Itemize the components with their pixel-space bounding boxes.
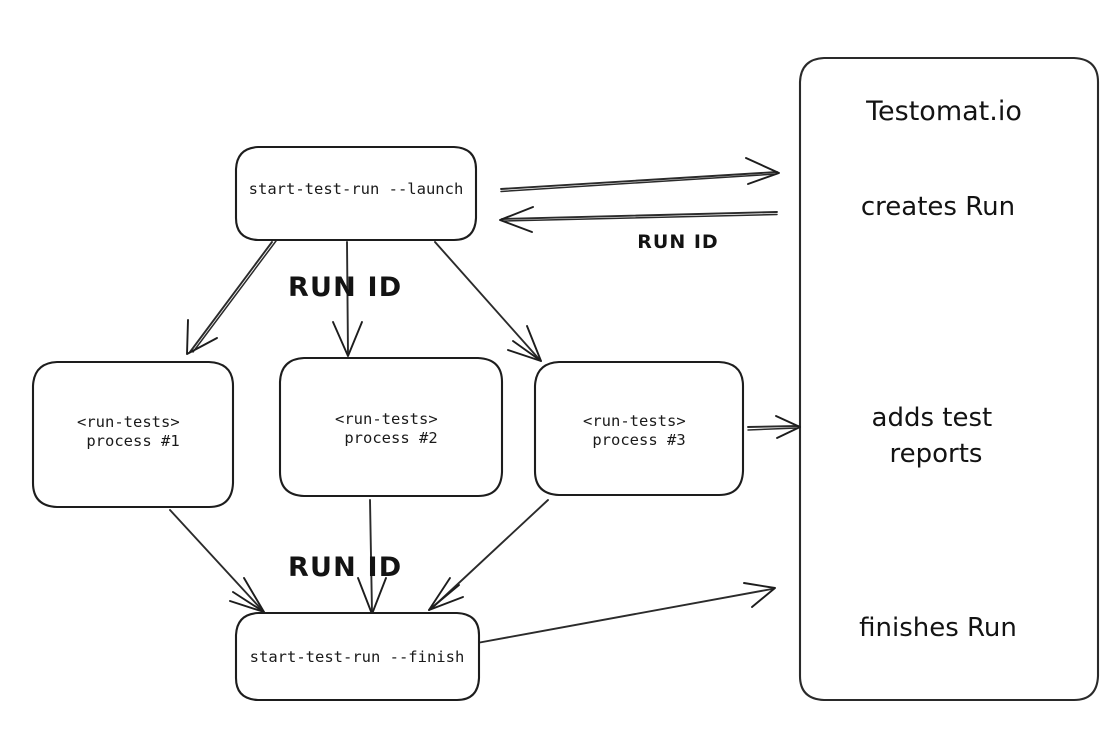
finishes-run-label: finishes Run	[859, 613, 1017, 643]
edge-process-3-to-finish	[428, 499, 549, 611]
run-tests-process-2-box[interactable]: <run-tests> process #2	[278, 356, 504, 498]
edge-process-3-to-panel	[747, 415, 801, 439]
creates-run-label: creates Run	[861, 192, 1015, 222]
arrowhead-right-small	[775, 415, 801, 439]
edge-launch-to-panel	[500, 157, 780, 193]
process-1-label: <run-tests> process #1	[77, 413, 189, 450]
arrowhead-left	[499, 206, 534, 233]
process-1-box-outline	[31, 360, 235, 509]
process-2-label: <run-tests> process #2	[335, 410, 447, 447]
testomat-service-panel[interactable]: Testomat.io creates Run adds test report…	[798, 56, 1100, 702]
adds-test-reports-label: adds test reports	[872, 403, 1001, 469]
launch-box-label: start-test-run --launch	[249, 180, 464, 198]
testomat-panel-outline	[798, 56, 1100, 702]
finish-box-label: start-test-run --finish	[250, 648, 465, 666]
edge-launch-to-process-3	[434, 241, 542, 362]
arrowhead-right	[745, 157, 780, 185]
run-id-label-fanin: RUN ID	[288, 552, 402, 583]
start-test-run-launch-box[interactable]: start-test-run --launch	[234, 145, 478, 242]
process-3-label: <run-tests> process #3	[583, 412, 695, 449]
arrowhead-up-right	[743, 582, 776, 608]
edge-process-1-to-finish	[169, 509, 265, 613]
run-id-label-top: RUN ID	[637, 231, 718, 253]
launch-box-outline	[234, 145, 478, 242]
arrowhead-down-left-1	[186, 319, 218, 355]
edge-launch-to-process-1	[186, 240, 277, 355]
run-tests-process-1-box[interactable]: <run-tests> process #1	[31, 360, 235, 509]
run-tests-process-3-box[interactable]: <run-tests> process #3	[533, 360, 745, 497]
process-2-box-outline	[278, 356, 504, 498]
testomat-title: Testomat.io	[865, 96, 1022, 127]
arrowhead-down-2	[332, 321, 363, 357]
run-id-label-fanout: RUN ID	[288, 272, 402, 303]
edge-launch-to-process-2	[332, 241, 363, 357]
edge-finish-to-panel	[476, 582, 776, 644]
process-3-box-outline	[533, 360, 745, 497]
edge-panel-to-launch	[499, 206, 778, 233]
finish-box-outline	[234, 611, 481, 702]
start-test-run-finish-box[interactable]: start-test-run --finish	[234, 611, 481, 702]
